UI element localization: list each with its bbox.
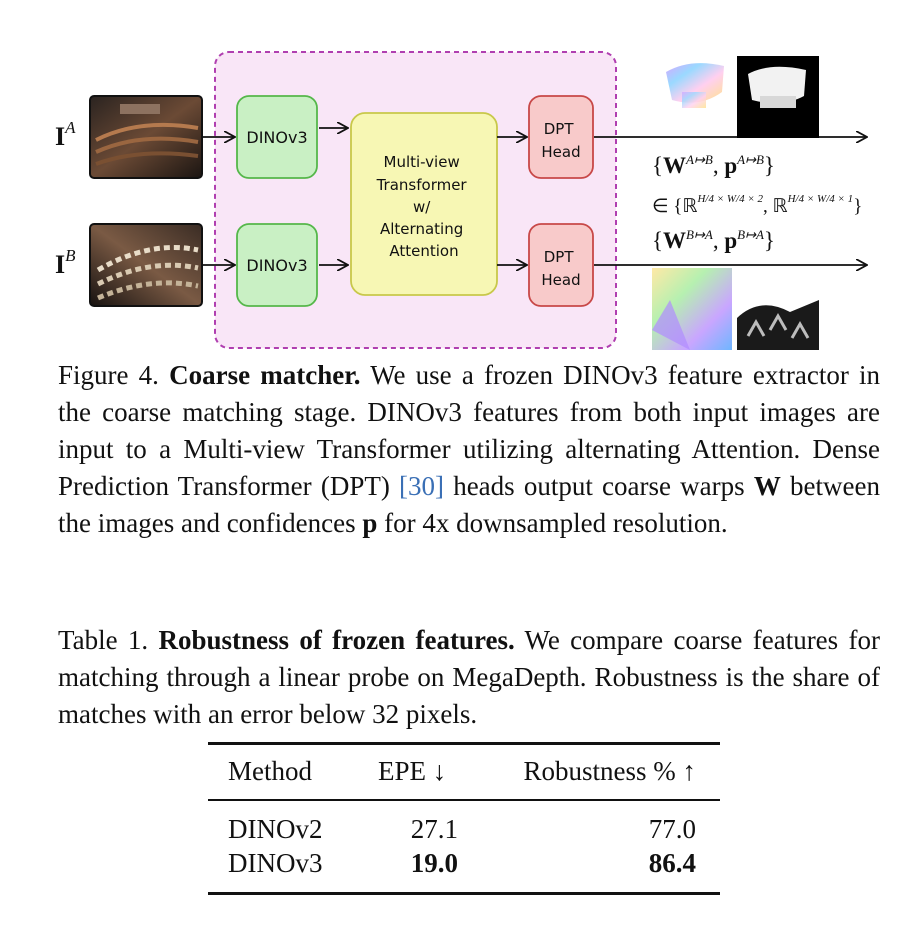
dpt-head-top-line-1: DPT	[544, 120, 575, 138]
dpt-head-bottom-line-1: DPT	[544, 248, 575, 266]
confidence-map-b-to-a	[737, 268, 819, 350]
header-robustness: Robustness % ↑	[523, 756, 696, 786]
dpt-head-top-label: DPT Head	[541, 120, 580, 161]
encoder-bottom-label: DINOv3	[246, 256, 307, 275]
cell-robustness: 86.4	[648, 848, 696, 878]
table-caption-prefix: Table 1.	[58, 625, 149, 655]
table-bottom-rule	[208, 892, 720, 895]
transformer-label: Multi-view Transformer w/ Alternating At…	[376, 153, 472, 260]
table-caption: Table 1. Robustness of frozen features. …	[58, 622, 880, 733]
encoder-top-label: DINOv3	[246, 128, 307, 147]
figure-caption-prefix: Figure 4.	[58, 360, 159, 390]
coarse-matcher-figure: IA IB DINOv3 DINOv3 Multi-view Transform…	[55, 51, 910, 350]
dpt-head-top-line-2: Head	[541, 143, 580, 161]
dpt-head-bottom-line-2: Head	[541, 271, 580, 289]
transformer-line-5: Attention	[389, 242, 458, 260]
input-image-a	[89, 95, 203, 179]
header-method: Method	[228, 756, 312, 786]
dpt-head-box-bottom	[528, 223, 594, 307]
warp-map-a-to-b	[660, 56, 730, 114]
input-b-label: IB	[55, 246, 76, 279]
figure-caption-title: Coarse matcher.	[169, 360, 361, 390]
figure-caption-text-4: for 4x downsampled resolution.	[377, 508, 728, 538]
figure-caption-text-3: between the images and confidences	[58, 471, 880, 538]
input-image-b	[89, 223, 203, 307]
table-top-rule	[208, 742, 720, 745]
output-math-bottom: {WB↦A, pB↦A}	[652, 227, 775, 253]
output-math-space: ∈ {ℝH/4 × W/4 × 2, ℝH/4 × W/4 × 1}	[652, 193, 862, 217]
warp-map-b-to-a	[652, 268, 732, 350]
table-mid-rule	[208, 799, 720, 801]
input-a-label: IA	[55, 118, 76, 151]
confidence-map-a-to-b	[737, 56, 819, 138]
cell-method: DINOv3	[228, 848, 323, 878]
figure-caption-citation[interactable]: [30]	[399, 471, 445, 501]
transformer-line-3: w/	[413, 198, 431, 216]
cell-method: DINOv2	[228, 814, 323, 844]
transformer-line-1: Multi-view	[384, 153, 460, 171]
transformer-line-2: Transformer	[376, 176, 468, 194]
figure-caption: Figure 4. Coarse matcher. We use a froze…	[58, 357, 880, 542]
table-caption-text: We compare coarse features for matching …	[58, 625, 880, 729]
transformer-line-4: Alternating	[380, 220, 463, 238]
header-epe: EPE ↓	[378, 756, 447, 786]
cell-epe: 27.1	[410, 814, 458, 844]
cell-epe: 19.0	[410, 848, 458, 878]
figure-caption-text-2: heads output coarse warps	[444, 471, 754, 501]
cell-robustness: 77.0	[648, 814, 696, 844]
encoder-box-top	[236, 95, 318, 179]
symbol-w: W	[753, 471, 781, 501]
table-caption-title: Robustness of frozen features.	[158, 625, 515, 655]
dpt-head-box-top	[528, 95, 594, 179]
output-math-top: {WA↦B, pA↦B}	[652, 152, 775, 178]
transformer-box	[350, 112, 498, 296]
encoder-box-bottom	[236, 223, 318, 307]
figure-caption-text-1: We use a frozen DINOv3 feature extractor…	[58, 360, 881, 501]
dpt-head-bottom-label: DPT Head	[541, 248, 580, 289]
symbol-p: p	[362, 508, 378, 538]
